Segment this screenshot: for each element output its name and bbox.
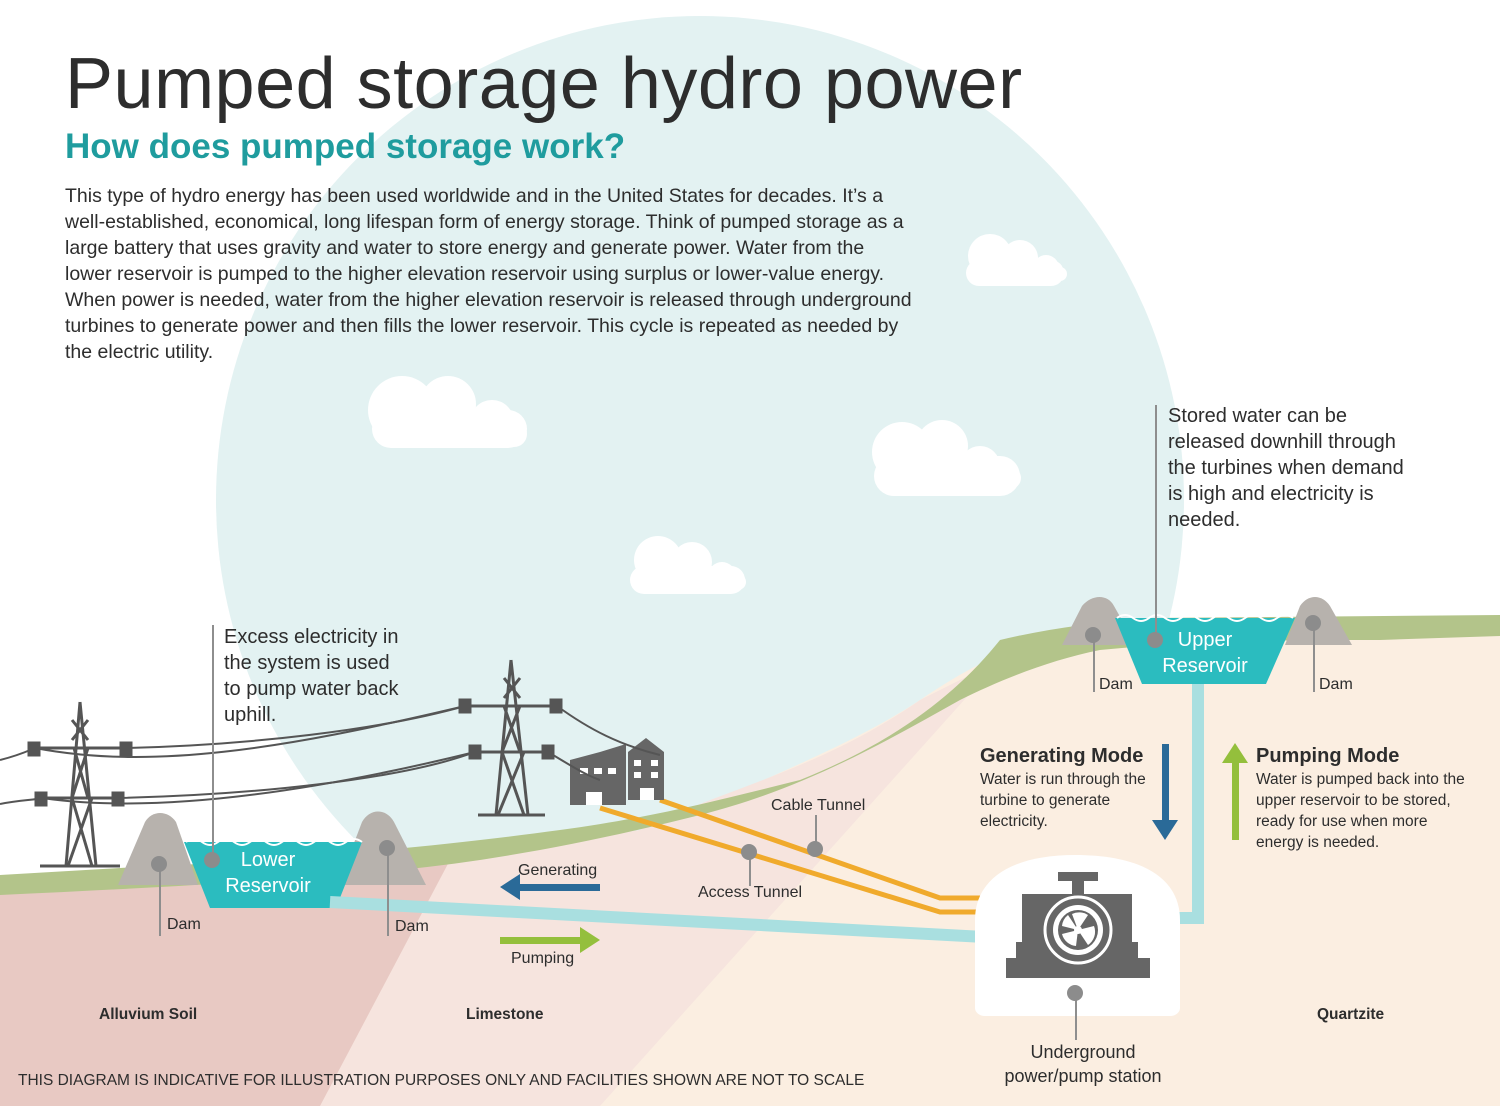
dam-label: Dam xyxy=(167,916,201,933)
dam-label: Dam xyxy=(395,918,429,935)
generating-mode-desc: Water is run through the turbine to gene… xyxy=(980,771,1146,830)
pumping-mode-title: Pumping Mode xyxy=(1256,745,1400,767)
cable-tunnel-label: Cable Tunnel xyxy=(771,797,866,814)
access-tunnel-label: Access Tunnel xyxy=(698,884,803,901)
dam-label: Dam xyxy=(1099,676,1133,693)
transmission-tower-icon xyxy=(458,659,563,817)
pin-station xyxy=(1067,985,1083,1001)
power-line xyxy=(556,705,661,756)
power-line xyxy=(0,705,466,761)
lower-penstock xyxy=(329,896,1041,946)
leader-upper-callout xyxy=(1155,405,1157,637)
leader-lower-callout xyxy=(212,625,214,855)
leader-cable-tunnel xyxy=(815,815,817,849)
pumping-arrow-up xyxy=(1222,743,1248,840)
cloud-icon xyxy=(966,234,1067,286)
upper-callout: Stored water can be released downhill th… xyxy=(1168,405,1404,531)
leader-station xyxy=(1075,994,1077,1040)
quartzite-label: Quartzite xyxy=(1317,1006,1385,1023)
power-line xyxy=(125,705,466,749)
leader-dam xyxy=(1093,640,1095,692)
generating-arrow-label: Generating xyxy=(518,862,598,879)
generating-arrow-down xyxy=(1152,744,1178,840)
disclaimer: THIS DIAGRAM IS INDICATIVE FOR ILLUSTRAT… xyxy=(18,1072,865,1089)
pin-dam xyxy=(151,856,167,872)
pumping-mode-desc: Water is pumped back into the upper rese… xyxy=(1256,771,1465,851)
upper-reservoir-label: Upper Reservoir xyxy=(1162,629,1248,677)
dam-label: Dam xyxy=(1319,676,1353,693)
leader-dam xyxy=(387,852,389,936)
limestone-label: Limestone xyxy=(466,1006,544,1023)
cloud-icon xyxy=(630,536,746,594)
pin-dam xyxy=(379,840,395,856)
lower-callout: Excess electricity in the system is used… xyxy=(224,626,399,726)
lower-reservoir-water xyxy=(184,842,362,908)
pin-upper-reservoir xyxy=(1147,632,1163,648)
leader-access-tunnel xyxy=(749,858,751,886)
pin-dam xyxy=(1085,627,1101,643)
power-line xyxy=(0,751,476,805)
access-tunnel xyxy=(599,805,980,915)
cloud-icon xyxy=(368,376,527,448)
intro-paragraph: This type of hydro energy has been used … xyxy=(65,185,912,363)
page-subtitle: How does pumped storage work? xyxy=(65,127,626,166)
transmission-tower-icon xyxy=(27,701,133,868)
cloud-icon xyxy=(872,420,1021,496)
lower-reservoir-label: Lower Reservoir xyxy=(225,849,311,897)
cable-tunnel xyxy=(659,797,980,901)
limestone-layer xyxy=(310,660,1000,1106)
pin-dam xyxy=(1305,615,1321,631)
pin-lower-reservoir xyxy=(204,852,220,868)
station-label: Underground power/pump station xyxy=(1004,1042,1162,1086)
leader-dam xyxy=(1313,628,1315,692)
generating-arrow-left xyxy=(500,874,600,900)
power-line xyxy=(117,751,476,799)
page-title: Pumped storage hydro power xyxy=(65,44,1023,124)
alluvium-label: Alluvium Soil xyxy=(99,1006,198,1023)
upper-dam-left xyxy=(1062,597,1136,645)
pin-access-tunnel xyxy=(741,844,757,860)
generating-mode-title: Generating Mode xyxy=(980,745,1144,767)
pumping-arrow-label: Pumping xyxy=(511,950,575,967)
alluvium-layer xyxy=(0,860,450,1106)
lower-dam-left xyxy=(118,813,198,885)
turbine-icon xyxy=(1006,872,1150,978)
leader-dam xyxy=(159,868,161,936)
pin-cable-tunnel xyxy=(807,841,823,857)
pumping-arrow-right xyxy=(500,927,600,953)
